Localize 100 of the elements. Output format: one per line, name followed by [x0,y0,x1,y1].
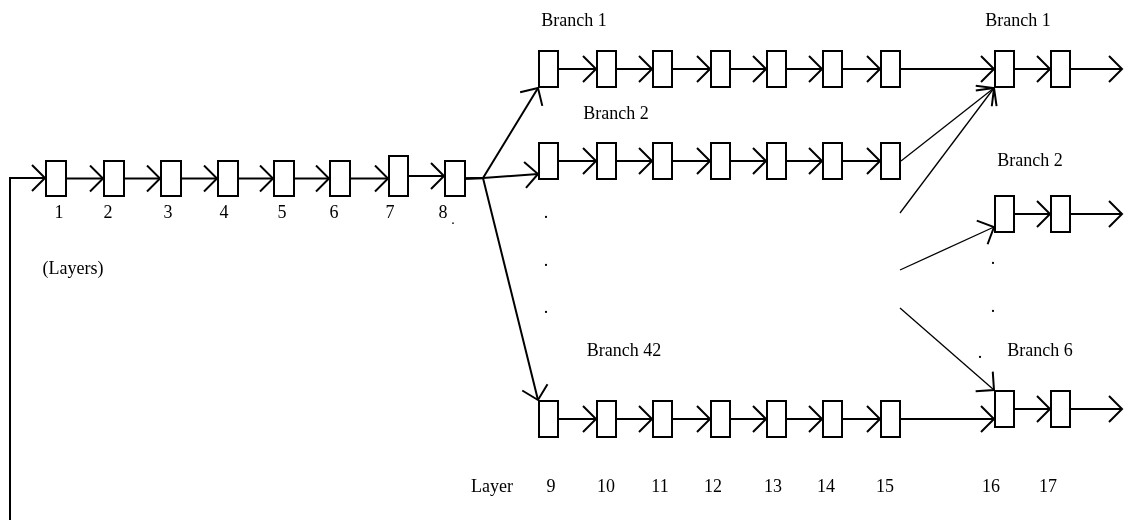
layer-number: 9 [546,477,556,495]
ellipsis-dot: . [543,251,549,269]
layer-number: 5 [277,203,287,221]
arrow [672,405,711,433]
layer-box [822,400,843,438]
layer-number: 11 [651,477,669,495]
arrow [408,162,445,190]
layer-box [766,400,787,438]
arrow [900,55,995,83]
ellipsis-dot: . [543,203,549,221]
layer-number: 14 [817,477,835,495]
layer-box [710,142,731,180]
arrow [1070,55,1123,83]
layer-box [160,160,182,197]
layer-box [45,160,67,197]
arrow [1014,55,1051,83]
arrow [842,405,881,433]
arrow [1070,395,1123,423]
arrow [558,147,597,175]
layer-number: 4 [219,203,229,221]
layer-box [652,400,673,438]
layer-number: 1 [54,203,64,221]
arrow [66,164,104,193]
layer-box [880,142,901,180]
arrow [558,55,597,83]
layer-box [766,142,787,180]
arrow [124,164,161,193]
layer-box [710,50,731,88]
layer-box [103,160,125,197]
layer-box [444,160,466,197]
layer-number: 17 [1039,477,1057,495]
layer-box [880,400,901,438]
layer-number: 15 [876,477,894,495]
layer-box [538,50,559,88]
layer-box [1050,390,1071,428]
arrow [730,147,767,175]
ellipsis-dot: . [990,249,996,267]
layer-box [596,50,617,88]
arrow [730,55,767,83]
branch-label: Branch 1 [541,11,607,29]
arrow [786,55,823,83]
layer-box [822,142,843,180]
arrow [9,164,46,521]
layer-box [822,50,843,88]
layer-number: 16 [982,477,1000,495]
arrow [730,405,767,433]
layer-box [710,400,731,438]
arrow [900,84,995,162]
layer-number: 8 [438,203,448,221]
arrow [899,219,995,271]
layer-box [596,142,617,180]
arrow [672,147,711,175]
layer-box [766,50,787,88]
layer-number: 13 [764,477,782,495]
layer-number: 3 [163,203,173,221]
layer-number: 10 [597,477,615,495]
arrow [1014,200,1051,228]
arrow [181,164,218,193]
arrow [786,147,823,175]
layer-box [652,50,673,88]
layer-box [652,142,673,180]
arrow [842,55,881,83]
arrow [558,405,597,433]
ellipsis-dot: . [990,297,996,315]
layer-number: 2 [103,203,113,221]
layer-box [273,160,295,197]
layer-number: 7 [385,203,395,221]
layer-box [596,400,617,438]
layer-box [1050,195,1071,233]
axis-label: Layer [471,477,513,495]
layer-box [329,160,351,197]
layer-box [994,195,1015,233]
arrow [899,307,995,393]
layer-box [538,400,559,438]
arrow [616,405,653,433]
arrow [465,176,549,401]
layer-box [994,50,1015,88]
layer-number: 12 [704,477,722,495]
arrow [294,164,330,193]
arrow [842,147,881,175]
arrow [899,87,998,214]
layer-number: 6 [329,203,339,221]
arrow [900,405,995,433]
branch-label: Branch 2 [997,151,1063,169]
arrow [616,55,653,83]
arrow [616,147,653,175]
arrow [786,405,823,433]
branch-label: Branch 1 [985,11,1051,29]
ellipsis-dot: . [977,343,983,361]
arrow [672,55,711,83]
branch-label: Branch 42 [586,341,662,359]
layer-box [994,390,1015,428]
ellipsis-dot: . [451,213,455,227]
layer-box [388,155,409,197]
layer-box [217,160,239,197]
layer-box [880,50,901,88]
axis-label: (Layers) [42,259,104,277]
branch-label: Branch 6 [1007,341,1073,359]
branch-label: Branch 2 [583,104,649,122]
arrow [350,164,389,193]
